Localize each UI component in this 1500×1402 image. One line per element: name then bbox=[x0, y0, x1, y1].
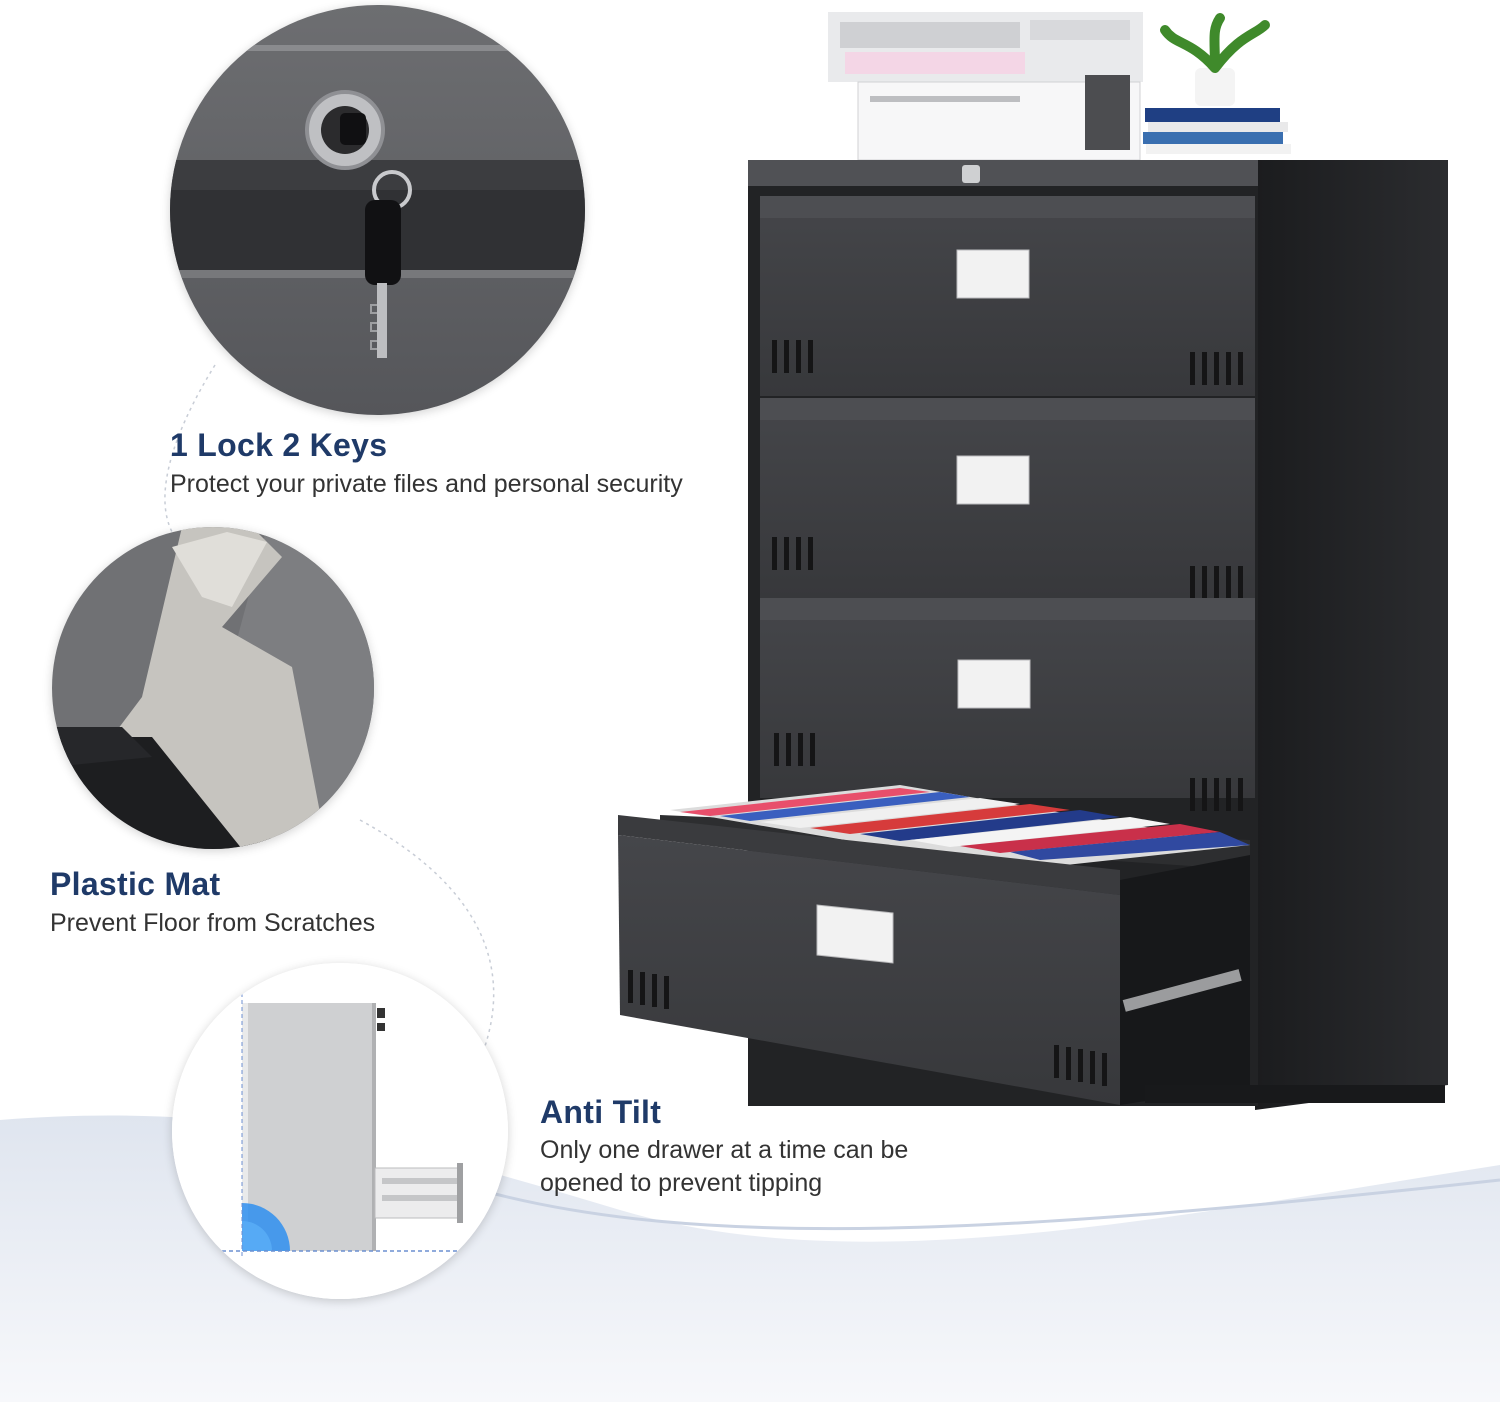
corner-mat-icon bbox=[52, 527, 374, 849]
drawer-2 bbox=[760, 398, 1255, 599]
feature-desc-lock: Protect your private files and personal … bbox=[170, 470, 683, 498]
feature-title-mat: Plastic Mat bbox=[50, 866, 221, 902]
filing-cabinet-image bbox=[618, 12, 1448, 1110]
anti-tilt-icon bbox=[172, 963, 508, 1299]
lock-and-key-icon bbox=[170, 5, 585, 415]
drawer-3 bbox=[760, 598, 1255, 811]
drawer-4-open bbox=[618, 785, 1250, 1105]
lock-closeup-circle bbox=[170, 5, 585, 415]
filing-cabinet-illustration bbox=[600, 0, 1500, 1120]
books-and-plant bbox=[1143, 13, 1291, 154]
feature-desc-anti-tilt: Only one drawer at a time can be opened … bbox=[540, 1136, 909, 1197]
feature-title-lock: 1 Lock 2 Keys bbox=[170, 427, 388, 463]
anti-tilt-circle bbox=[172, 963, 508, 1299]
feature-desc-mat: Prevent Floor from Scratches bbox=[50, 909, 376, 937]
feature-title-anti-tilt: Anti Tilt bbox=[540, 1094, 662, 1130]
drawer-1 bbox=[760, 196, 1255, 396]
printer-on-top bbox=[828, 12, 1143, 161]
mat-closeup-circle bbox=[52, 527, 374, 849]
